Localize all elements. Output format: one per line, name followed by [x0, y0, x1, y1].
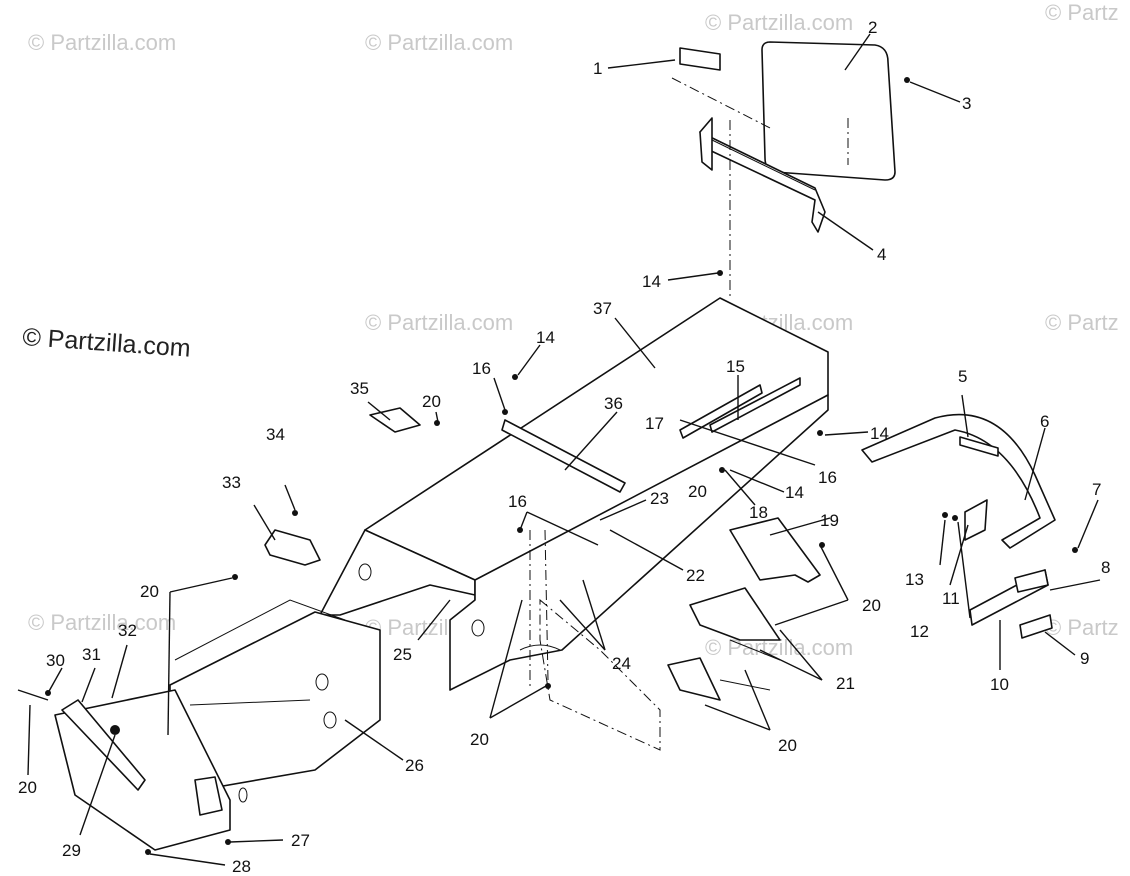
callout-number: 30 [46, 651, 65, 670]
callout-number: 3 [962, 94, 971, 113]
grab-handle [969, 569, 1049, 626]
watermarks: © Partzilla.com © Partzilla.com © Partzi… [22, 0, 1119, 660]
callout-number: 16 [472, 359, 491, 378]
steering-arm [61, 699, 146, 791]
callout-number: 14 [642, 272, 661, 291]
watermark: © Partz [1045, 0, 1119, 25]
callout-number: 20 [18, 778, 37, 797]
callout-number: 28 [232, 857, 251, 876]
callout-number: 23 [650, 489, 669, 508]
callout-number: 24 [612, 654, 631, 673]
callouts: 1 2 3 4 5 6 7 8 9 10 11 12 13 14 14 14 1… [18, 18, 1110, 876]
snow-flap [761, 41, 896, 181]
mount-bracket [264, 529, 321, 566]
callout-number: 16 [818, 468, 837, 487]
rail-strip [501, 419, 626, 493]
callout-number: 27 [291, 831, 310, 850]
callout-number: 10 [990, 675, 1009, 694]
callout-number: 15 [726, 357, 745, 376]
callout-number: 6 [1040, 412, 1049, 431]
watermark: © Partzilla.com [365, 310, 513, 335]
tunnel [319, 297, 829, 691]
rail-strip [679, 384, 763, 439]
callout-number: 22 [686, 566, 705, 585]
callout-number: 20 [862, 596, 881, 615]
watermark: © Partzilla.com [28, 30, 176, 55]
watermark: © Partz [1045, 615, 1119, 640]
callout-number: 1 [593, 59, 602, 78]
callout-number: 31 [82, 645, 101, 664]
handle-decal [1019, 614, 1053, 639]
callout-number: 25 [393, 645, 412, 664]
callout-number: 29 [62, 841, 81, 860]
bumper-bracket [964, 499, 988, 541]
callout-number: 4 [877, 245, 886, 264]
callout-number: 8 [1101, 558, 1110, 577]
callout-number: 2 [868, 18, 877, 37]
callout-number: 7 [1092, 480, 1101, 499]
watermark: © Partzilla.com [365, 30, 513, 55]
callout-number: 13 [905, 570, 924, 589]
callout-number: 36 [604, 394, 623, 413]
callout-number: 26 [405, 756, 424, 775]
callout-number: 32 [118, 621, 137, 640]
callout-number: 14 [870, 424, 889, 443]
callout-number: 17 [645, 414, 664, 433]
callout-number: 19 [820, 511, 839, 530]
heat-exchanger [729, 517, 821, 583]
callout-number: 20 [140, 582, 159, 601]
watermark: © Partz [1045, 310, 1119, 335]
rail-strip [709, 377, 801, 433]
callout-number: 20 [688, 482, 707, 501]
watermark: © Partzilla.com [705, 10, 853, 35]
callout-number: 12 [910, 622, 929, 641]
callout-number: 18 [749, 503, 768, 522]
callout-number: 11 [942, 589, 960, 608]
callout-number: 21 [836, 674, 855, 693]
callout-number: 20 [778, 736, 797, 755]
leader-lines [17, 33, 1101, 866]
callout-number: 20 [470, 730, 489, 749]
callout-number: 35 [350, 379, 369, 398]
bumper-decal [959, 436, 999, 457]
callout-number: 34 [266, 425, 285, 444]
heat-exchanger [689, 587, 781, 641]
callout-number: 9 [1080, 649, 1089, 668]
decal [679, 47, 721, 71]
callout-number: 33 [222, 473, 241, 492]
callout-number: 20 [422, 392, 441, 411]
watermark-main: © Partzilla.com [22, 323, 192, 363]
callout-number: 14 [536, 328, 555, 347]
rear-bumper [861, 413, 1056, 549]
flap-bracket [699, 117, 826, 233]
callout-number: 16 [508, 492, 527, 511]
callout-number: 14 [785, 483, 804, 502]
callout-number: 37 [593, 299, 612, 318]
heat-exchanger [667, 657, 721, 701]
mount-plate [369, 407, 421, 433]
callout-number: 5 [958, 367, 967, 386]
watermark: © Partzilla.com [28, 610, 176, 635]
